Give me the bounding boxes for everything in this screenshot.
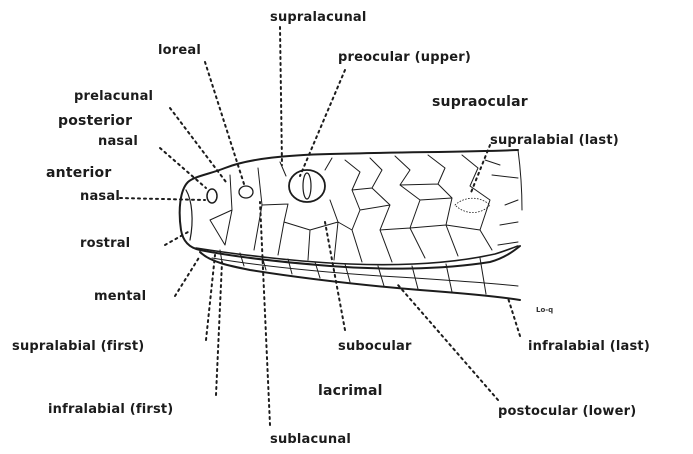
label-supralabial-last: supralabial (last): [490, 133, 619, 148]
label-posterior: posterior: [58, 114, 132, 129]
mouth-line: [196, 246, 518, 265]
leader-supralabial-first: [206, 255, 215, 340]
label-loreal: loreal: [158, 43, 201, 58]
label-infralabial-last: infralabial (last): [528, 339, 650, 354]
label-preocular-upper: preocular (upper): [338, 50, 471, 65]
neck-top: [518, 150, 522, 210]
head-outline: [180, 150, 520, 269]
leader-posterior-nasal: [160, 148, 206, 188]
leader-prelacunal: [170, 108, 226, 182]
label-supralacunal: supralacunal: [270, 10, 367, 25]
leader-preocular: [300, 70, 345, 176]
leader-mental: [175, 256, 200, 296]
leader-postocular-lower: [398, 285, 498, 400]
leader-supralacunal: [280, 27, 282, 165]
label-nasal-anterior: nasal: [80, 189, 120, 204]
label-anterior: anterior: [46, 166, 111, 181]
artist-signature: Lo-q: [536, 306, 553, 314]
label-lacrimal: lacrimal: [318, 384, 383, 399]
label-mental: mental: [94, 289, 146, 304]
body-scales: [485, 160, 518, 245]
label-subocular: subocular: [338, 339, 412, 354]
scale-network: [210, 155, 492, 262]
leader-infralabial-last: [508, 298, 520, 336]
leader-subocular: [325, 222, 345, 330]
lower-jaw-outline: [200, 252, 520, 300]
stippled-scale: [455, 198, 490, 212]
label-nasal-posterior: nasal: [98, 134, 138, 149]
leader-sublacunal: [260, 202, 270, 425]
pupil: [303, 173, 311, 199]
label-infralabial-first: infralabial (first): [48, 402, 173, 417]
label-prelacunal: prelacunal: [74, 89, 153, 104]
nostril: [207, 189, 217, 203]
label-supraocular: supraocular: [432, 95, 528, 110]
label-sublacunal: sublacunal: [270, 432, 351, 447]
leader-anterior-nasal: [120, 198, 205, 200]
label-postocular-lower: postocular (lower): [498, 404, 636, 419]
eye: [289, 170, 325, 202]
label-rostral: rostral: [80, 236, 130, 251]
leader-infralabial-first: [216, 262, 222, 395]
leader-loreal: [205, 62, 244, 184]
loreal-pit: [239, 186, 253, 198]
label-supralabial-first: supralabial (first): [12, 339, 144, 354]
